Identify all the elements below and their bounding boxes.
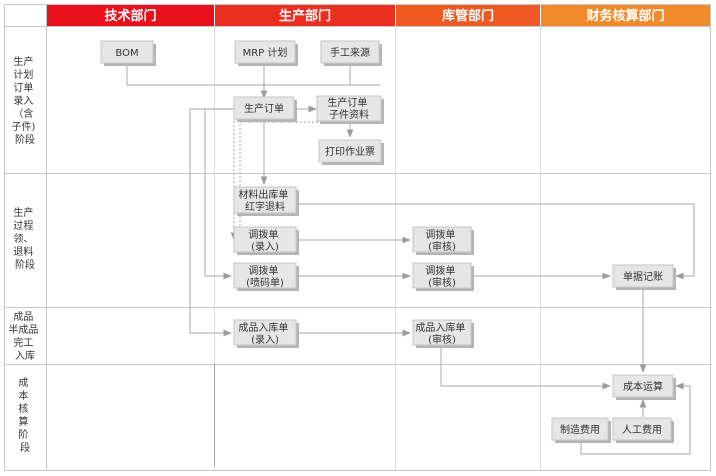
conn-fg-audit-to-cost [440,346,611,390]
header-tech-label: 技术部门 [104,8,156,24]
conn-po-to-trans-code [204,108,234,280]
node-labor-cost-label: 人工费用 [622,423,662,436]
node-production-order-sub[interactable]: 生产订单 子件资料 [316,95,384,124]
header-tech-bg [47,5,214,26]
nodes: BOM MRP 计划 手工来源 生产订单 生产订单 子件资料 [100,40,676,443]
stage-finished-label: 成品 半成品 完工 入库 [8,311,41,362]
node-transfer-entry-label: 调拨单 (录入) [248,228,281,253]
swimlane-grid [4,4,711,471]
header-prod-label: 生产部门 [279,8,331,24]
node-production-order-sub-label: 生产订单 子件资料 [327,96,370,121]
node-cost-calculation-label: 成本运算 [623,380,663,393]
stage-process-label: 生产 过程 领、 退料 阶段 [13,206,36,271]
node-print-job-ticket-label: 打印作业票 [325,145,375,158]
header-prod-bg [215,5,395,26]
node-transfer-entry[interactable]: 调拨单 (录入) [233,226,299,255]
node-manual-source-label: 手工来源 [330,46,370,59]
node-manufacturing-cost[interactable]: 制造费用 [551,417,611,443]
stage-cost-label: 成 本 核 算 阶 段 [18,377,31,454]
node-transfer-code-label: 调拨单 (喷码单) [246,264,284,289]
conn-po-to-fg-in [189,108,234,337]
header-fin-bg [541,5,710,26]
node-finished-goods-audit[interactable]: 成品入库单 (审核) [412,319,474,348]
node-finished-goods-audit-label: 成品入库单 (审核) [415,321,468,346]
stage-labels: 生产 计划 订单 录入 （含 子件) 阶段 生产 过程 领、 退料 阶段 成品 … [8,55,41,454]
node-voucher-posting[interactable]: 单据记账 [612,264,676,290]
node-print-job-ticket[interactable]: 打印作业票 [318,139,384,165]
conn-mfg-to-cost [580,382,691,455]
header-store-label: 库管部门 [442,8,494,24]
column-headers: 技术部门 生产部门 库管部门 财务核算部门 [47,5,710,26]
header-prod: 生产部门 [215,5,395,26]
node-finished-goods-entry-label: 成品入库单 (录入) [238,321,291,346]
header-store: 库管部门 [396,5,540,26]
node-manufacturing-cost-label: 制造费用 [560,423,600,436]
node-voucher-posting-label: 单据记账 [623,270,663,283]
connectors [126,65,695,466]
header-tech: 技术部门 [47,5,214,26]
header-fin: 财务核算部门 [541,5,710,26]
node-transfer-code-audit[interactable]: 调拨单 (审核) [412,262,474,291]
node-material-issue-label: 材料出库单 红字退料 [238,188,291,213]
node-labor-cost[interactable]: 人工费用 [612,417,674,443]
node-transfer-code[interactable]: 调拨单 (喷码单) [233,262,299,291]
node-mrp-label: MRP 计划 [243,46,288,59]
node-finished-goods-entry[interactable]: 成品入库单 (录入) [233,319,299,348]
node-production-order[interactable]: 生产订单 [233,96,297,122]
node-production-order-label: 生产订单 [244,102,284,115]
header-store-bg [396,5,540,26]
conn-mat-out-to-voucher [296,203,695,280]
node-mrp[interactable]: MRP 计划 [234,40,298,66]
node-bom-label: BOM [115,48,138,59]
node-transfer-entry-audit-label: 调拨单 (审核) [425,228,458,253]
stage-plan-label: 生产 计划 订单 录入 （含 子件) 阶段 [11,55,38,146]
header-fin-label: 财务核算部门 [586,8,664,24]
node-manual-source[interactable]: 手工来源 [320,40,382,66]
conn-bom-to-po [126,65,380,86]
node-material-issue[interactable]: 材料出库单 红字退料 [233,186,299,216]
node-transfer-code-audit-label: 调拨单 (审核) [425,264,458,289]
node-bom[interactable]: BOM [100,40,156,66]
node-transfer-entry-audit[interactable]: 调拨单 (审核) [412,226,474,255]
node-cost-calculation[interactable]: 成本运算 [612,374,676,400]
